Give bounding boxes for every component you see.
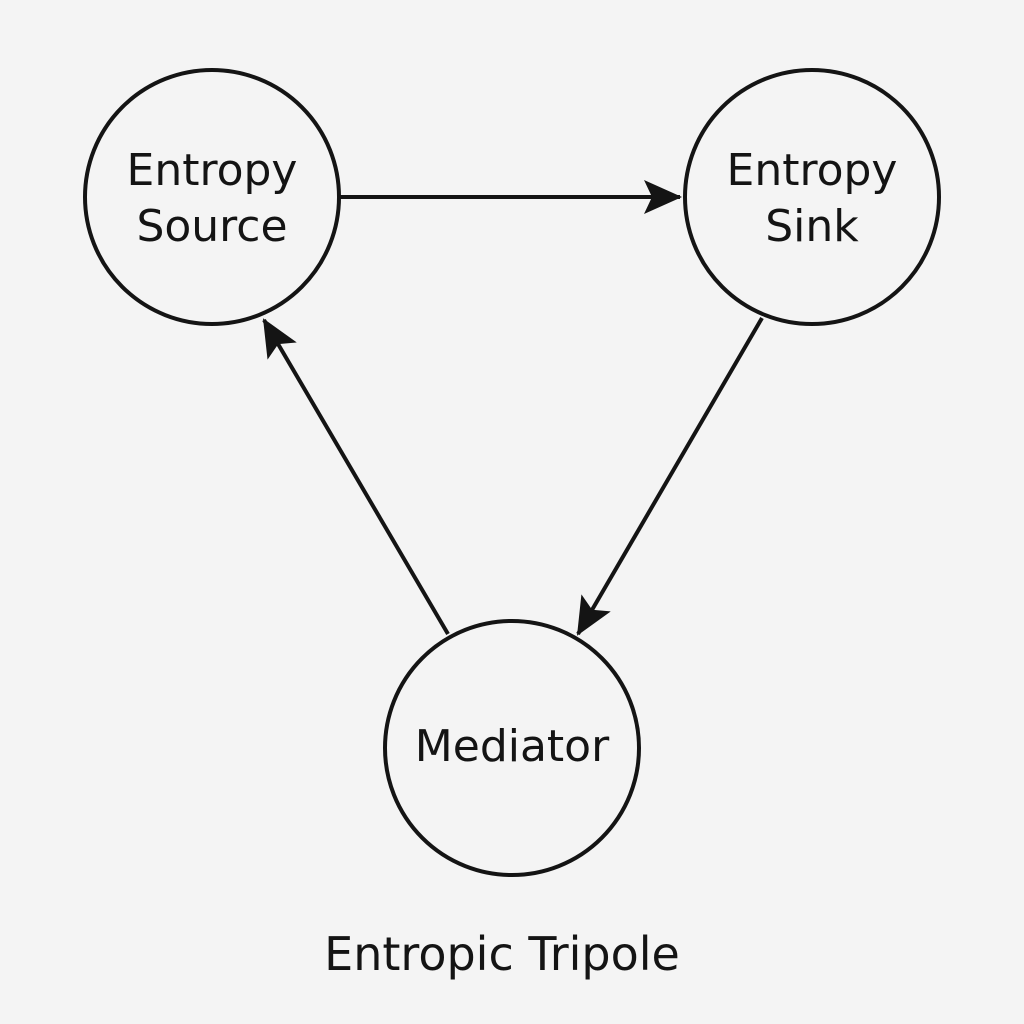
node-mediator-label: Mediator [415,721,610,772]
edge-mediator-to-source-arrow [262,318,450,636]
node-entropy-sink-label-line1: Entropy [727,145,898,196]
node-entropy-source-label-line1: Entropy [127,145,298,196]
diagram-caption: Entropic Tripole [324,927,680,981]
node-entropy-source-circle [83,68,341,326]
node-entropy-sink: Entropy Sink [683,68,941,326]
edge-sink-to-mediator-arrow [576,316,764,636]
node-entropy-sink-circle [683,68,941,326]
node-entropy-source: Entropy Source [83,68,341,326]
node-entropy-source-label-line2: Source [136,201,287,252]
node-entropy-sink-label-line2: Sink [765,201,859,252]
node-mediator: Mediator [383,619,641,877]
node-mediator-circle [383,619,641,877]
